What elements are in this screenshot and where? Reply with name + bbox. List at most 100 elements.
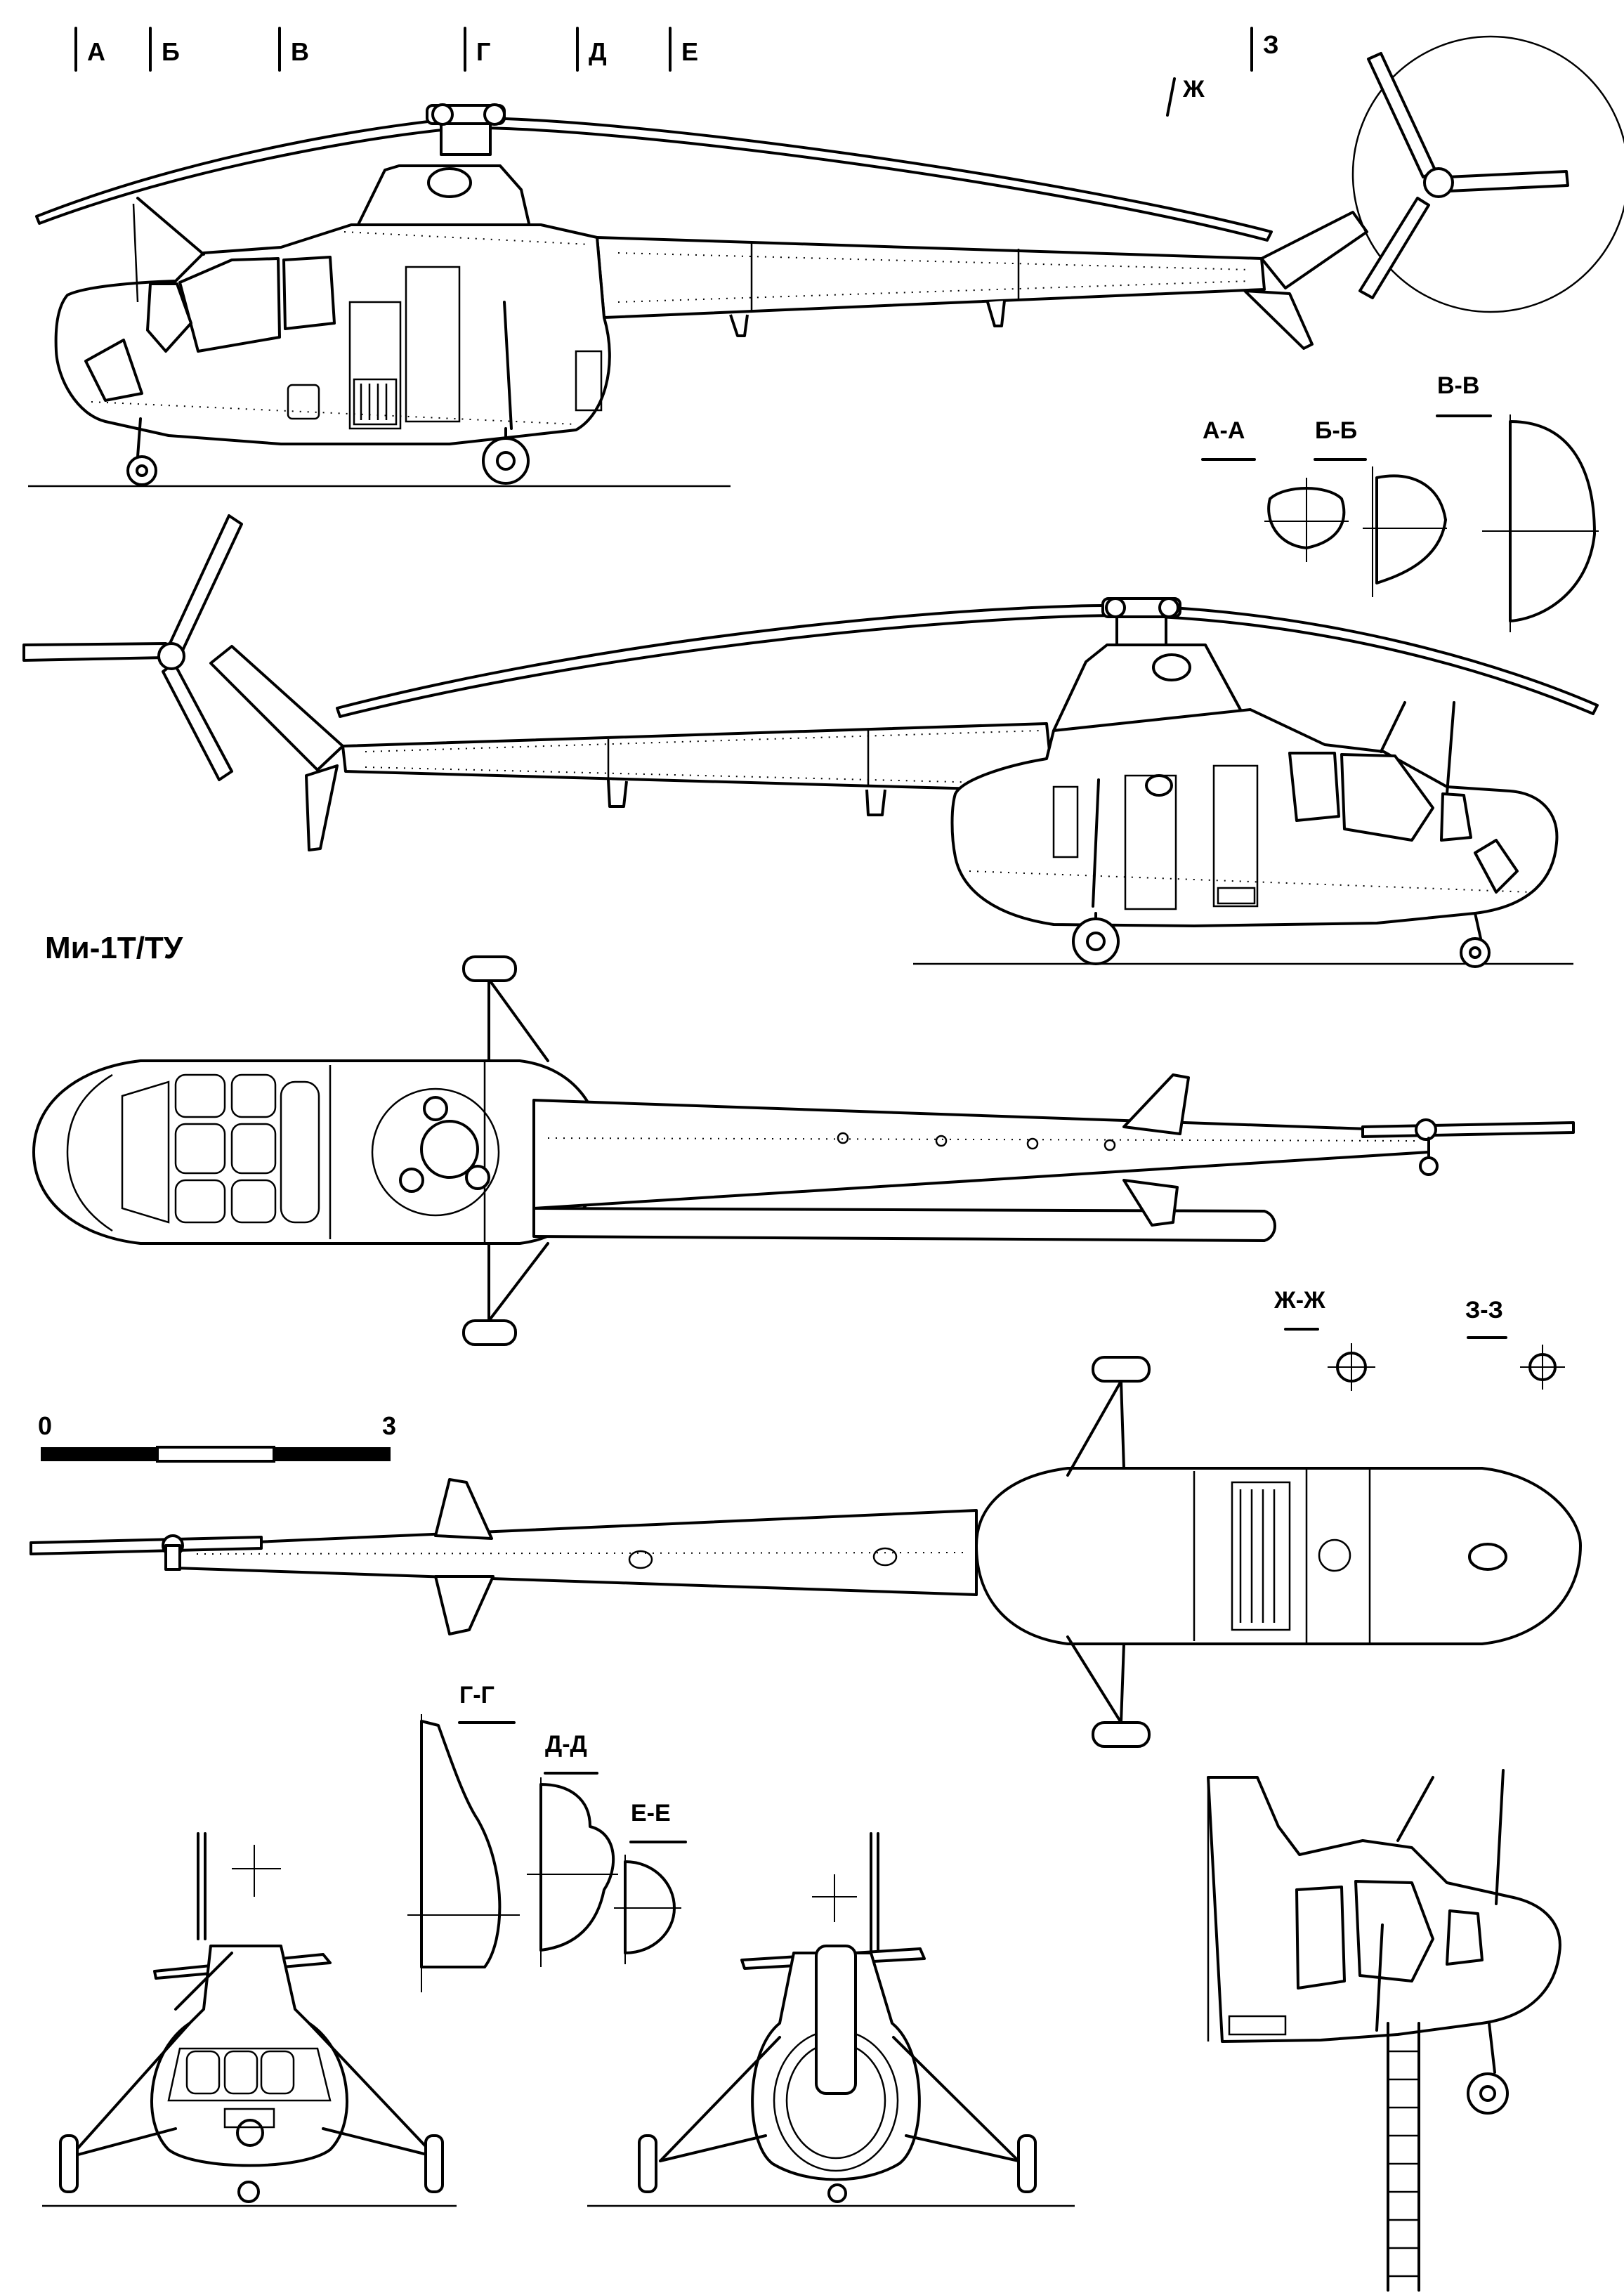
side-panel (348, 301, 402, 430)
svg-text:З-З: З-З (1465, 1297, 1503, 1324)
side-view-left (28, 35, 1624, 488)
bottom-view (30, 1356, 1582, 1748)
tail-rotor-blade-6 (162, 662, 233, 781)
cabin-door-2 (1124, 774, 1177, 910)
cabin-window-1 (282, 256, 336, 330)
tail-rotor-blade-4 (22, 642, 167, 662)
svg-text:Е-Е: Е-Е (631, 1800, 671, 1827)
stabilizer-strut (532, 1207, 1276, 1242)
tail-rotor-hub (1423, 167, 1454, 198)
drawing-title: Ми-1Т/ТУ (45, 931, 183, 965)
svg-text:3: 3 (382, 1411, 396, 1440)
nose-landing-gear-2 (1460, 912, 1491, 968)
cowling-hatch-2 (1152, 653, 1191, 681)
tail-boom-top (532, 1099, 1430, 1210)
door-handle-rail (503, 301, 513, 430)
tail-rotor-blade-1 (1367, 52, 1437, 178)
tail-skid (1243, 289, 1314, 350)
tail-fin-bottom-1 (434, 1478, 493, 1540)
louvre-bottom (1231, 1481, 1291, 1631)
section-vv: В-В (1436, 372, 1599, 632)
section-aa: А-А (1201, 417, 1349, 562)
front-view (42, 1832, 457, 2207)
top-view (32, 955, 1575, 1346)
station-mark-d: Д (576, 27, 607, 72)
landing-gear-top (462, 955, 549, 1346)
fuselage-2 (950, 708, 1559, 927)
svg-text:Г-Г: Г-Г (459, 1682, 495, 1709)
louvre-grille (353, 378, 398, 426)
svg-text:А: А (87, 37, 105, 66)
round-port (1145, 774, 1173, 797)
side-view-right (22, 514, 1599, 968)
svg-text:Д-Д: Д-Д (545, 1731, 587, 1758)
station-mark-e: Е (669, 27, 698, 72)
main-landing-gear (482, 427, 530, 485)
section-bb: Б-Б (1314, 417, 1447, 597)
cockpit-window (178, 257, 281, 353)
side-panel-2 (1212, 764, 1259, 908)
tail-fin-top-1 (1122, 1073, 1190, 1135)
station-mark-v: В (278, 27, 309, 72)
fuselage-bottom (975, 1467, 1582, 1645)
svg-text:Г: Г (476, 37, 490, 66)
boarding-ladder (1387, 2022, 1420, 2292)
svg-text:Д: Д (589, 37, 607, 66)
svg-text:Ж-Ж: Ж-Ж (1273, 1287, 1325, 1314)
ventral-strake-4 (865, 789, 886, 816)
main-rotor-blade-2 (336, 603, 1599, 718)
landing-gear-bottom (1066, 1356, 1151, 1748)
svg-text:Е: Е (681, 37, 698, 66)
rotor-hub-2 (1101, 597, 1181, 646)
station-marks: А Б В Г Д Е Ж З (74, 27, 1279, 117)
service-hatch (287, 384, 320, 420)
engine-cowling-2 (1052, 644, 1243, 732)
svg-text:З: З (1263, 30, 1279, 59)
windshield-2 (1440, 792, 1472, 842)
svg-text:А-А: А-А (1203, 417, 1245, 444)
nose-gear-detail (1467, 2022, 1509, 2115)
station-mark-b: Б (149, 27, 180, 72)
svg-text:В: В (291, 37, 309, 66)
section-dd: Д-Д (527, 1731, 618, 1967)
section-zhzh: Ж-Ж (1273, 1287, 1375, 1391)
nose-window (84, 339, 143, 402)
tail-rotor-blade-5 (167, 514, 243, 655)
main-rotor-blade (35, 117, 1273, 242)
tail-boom-2 (341, 722, 1055, 792)
svg-text:Б: Б (162, 37, 180, 66)
nose-window-2 (1474, 839, 1519, 894)
section-ee: Е-Е (614, 1800, 687, 1964)
cowling-hatch (427, 167, 472, 198)
svg-text:0: 0 (38, 1411, 52, 1440)
tail-rotor-hub-2 (157, 642, 185, 670)
svg-text:Б-Б: Б-Б (1315, 417, 1357, 444)
ventral-strake-2 (986, 300, 1006, 327)
station-mark-a: А (74, 27, 105, 72)
rotor-hub (426, 103, 506, 156)
tail-boom (596, 236, 1266, 319)
station-mark-z: З (1250, 27, 1279, 72)
main-landing-gear-2 (1072, 912, 1120, 965)
registration-plate-detail (1228, 2015, 1287, 2036)
tail-rotor-blade-3 (1358, 197, 1430, 299)
scale-bar: 0 3 (38, 1411, 396, 1463)
station-mark-g: Г (464, 27, 490, 72)
tail-fin-bottom-2 (434, 1575, 495, 1635)
front-fuselage (150, 1945, 348, 2167)
registration-plate (1217, 887, 1256, 905)
tail-rotor-top (1361, 1121, 1575, 1138)
ventral-strake-1 (729, 314, 749, 337)
door-handle-rail-2 (1092, 778, 1100, 908)
section-zz: З-З (1465, 1297, 1565, 1390)
svg-text:Ж: Ж (1182, 76, 1205, 103)
rear-hatch-2 (1052, 785, 1079, 858)
rear-view (587, 1832, 1075, 2207)
cabin-door (405, 266, 461, 423)
tail-pylon (1260, 211, 1368, 289)
tail-rotor-blade-2 (1446, 170, 1569, 192)
tail-skid-2 (305, 764, 339, 851)
tail-pylon-2 (209, 645, 344, 771)
fuselage (54, 223, 611, 445)
rear-hatch (575, 350, 603, 412)
